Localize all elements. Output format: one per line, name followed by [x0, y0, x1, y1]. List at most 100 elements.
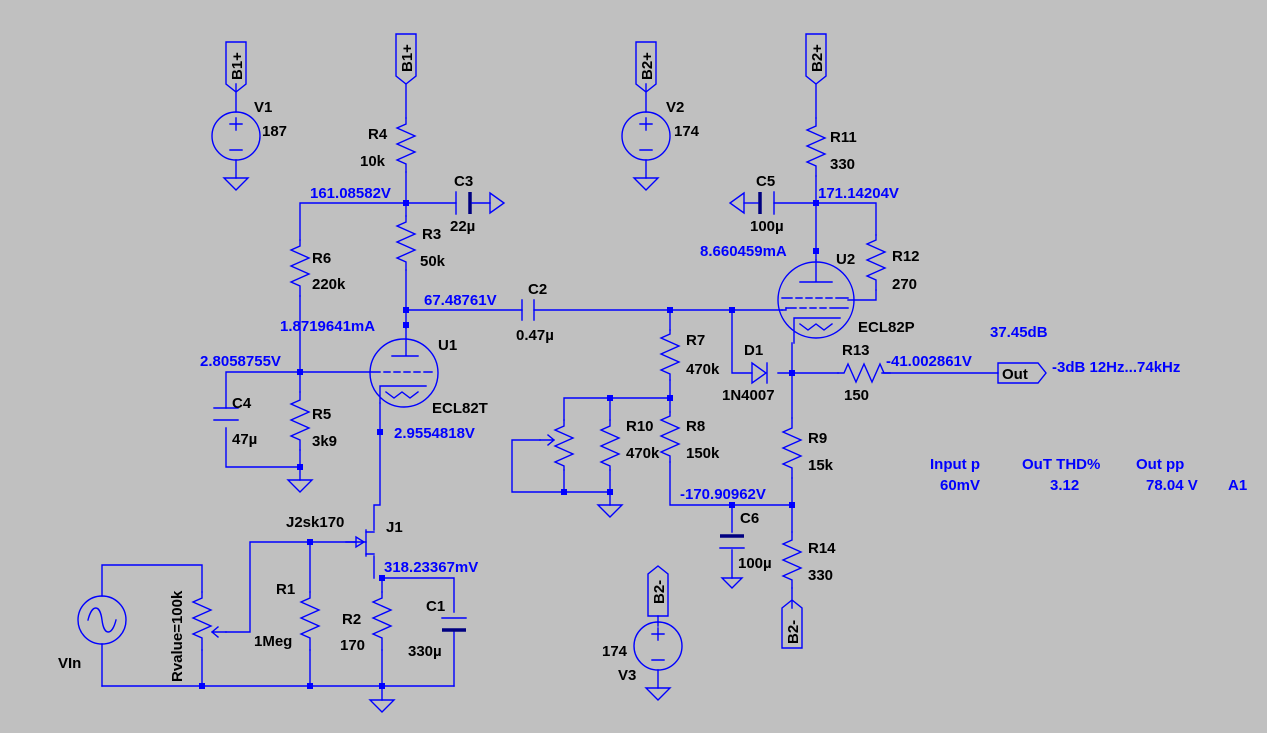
junction-dot: [199, 683, 205, 689]
label-c2-value: 0.47µ: [516, 327, 554, 344]
label-vin-name: VIn: [58, 655, 81, 672]
resistor-r3[interactable]: [395, 215, 417, 271]
resistor-r9[interactable]: [781, 417, 803, 479]
port-b2m-r14[interactable]: B2-: [781, 599, 803, 649]
resistor-r11[interactable]: [805, 117, 827, 177]
net-ports: B1+ B1+ B2+ B2+ B2- B2- Out: [225, 33, 1047, 649]
diode-d1[interactable]: [751, 361, 768, 385]
tube-u2[interactable]: [777, 259, 855, 344]
label-v3-value: 174: [602, 643, 628, 660]
label-r5-name: R5: [312, 406, 331, 423]
capacitor-c3[interactable]: [455, 191, 506, 215]
label-r4-value: 10k: [360, 153, 386, 170]
label-v2-value: 174: [674, 123, 700, 140]
voltage-source-v2[interactable]: [621, 111, 671, 161]
label-r8-name: R8: [686, 418, 705, 435]
table-value-input: 60mV: [940, 477, 980, 494]
op-label-866ma: 8.660459mA: [700, 243, 787, 260]
label-c6-value: 100µ: [738, 555, 772, 572]
resistor-r12[interactable]: [865, 234, 887, 291]
label-c2-name: C2: [528, 281, 547, 298]
op-label-1872ma: 1.8719641mA: [280, 318, 375, 335]
resistor-r5[interactable]: [289, 391, 311, 451]
ground-icon: [644, 687, 672, 701]
capacitor-c2[interactable]: [521, 299, 535, 321]
op-label-67v: 67.48761V: [424, 292, 497, 309]
junction-dot: [789, 370, 795, 376]
resistor-r13[interactable]: [837, 362, 891, 384]
capacitor-c5[interactable]: [728, 191, 775, 215]
op-label-41v: -41.002861V: [886, 353, 972, 370]
op-label-161v: 161.08582V: [310, 185, 391, 202]
junction-dot: [729, 307, 735, 313]
table-value-thd: 3.12: [1050, 477, 1079, 494]
port-label: B2+: [639, 52, 656, 80]
label-r7-name: R7: [686, 332, 705, 349]
port-b2p-v2[interactable]: B2+: [635, 41, 657, 93]
capacitor-c6[interactable]: [719, 534, 745, 589]
junction-dot: [403, 322, 409, 328]
capacitor-c1[interactable]: [441, 617, 467, 632]
label-r3-value: 50k: [420, 253, 446, 270]
label-c3-name: C3: [454, 173, 473, 190]
port-b2m-v3[interactable]: B2-: [647, 565, 669, 617]
resistor-r1[interactable]: [299, 591, 321, 651]
wires: [101, 83, 999, 701]
resistor-r8[interactable]: [659, 411, 681, 463]
label-v3-name: V3: [618, 667, 636, 684]
resistor-r6[interactable]: [289, 239, 311, 297]
potentiometer-r10-adjust[interactable]: [553, 419, 575, 471]
label-r8-value: 150k: [686, 445, 720, 462]
jfet-j1[interactable]: [345, 529, 375, 557]
junction-dot: [403, 200, 409, 206]
port-out[interactable]: Out: [997, 362, 1047, 384]
label-pot-value: Rvalue=100k: [169, 590, 186, 682]
label-u1-name: U1: [438, 337, 457, 354]
port-b1p-r4[interactable]: B1+: [395, 33, 417, 85]
potentiometer-100k[interactable]: [191, 591, 213, 651]
potentiometer-wiper: [539, 434, 556, 446]
port-b2p-r11[interactable]: B2+: [805, 33, 827, 85]
label-r13-value: 150: [844, 387, 869, 404]
sine-source-vin[interactable]: [77, 595, 127, 645]
resistor-r7[interactable]: [659, 329, 681, 381]
table-value-outpp: 78.04 V: [1146, 477, 1198, 494]
label-c5-value: 100µ: [750, 218, 784, 235]
voltage-sources: [77, 111, 683, 671]
tube-u1[interactable]: [369, 327, 439, 408]
junction-dot: [667, 395, 673, 401]
port-label: B1+: [399, 44, 416, 72]
table-header-outpp: Out pp: [1136, 456, 1184, 473]
junction-dot: [307, 539, 313, 545]
voltage-source-v3[interactable]: [633, 621, 683, 671]
label-d1-name: D1: [744, 342, 763, 359]
junction-dot: [561, 489, 567, 495]
resistor-r2[interactable]: [371, 591, 393, 651]
port-label: B1+: [229, 52, 246, 80]
op-point-labels: 161.08582V 67.48761V 1.8719641mA 2.80587…: [200, 185, 972, 576]
label-r10-name: R10: [626, 418, 654, 435]
op-label-170v: -170.90962V: [680, 486, 766, 503]
resistor-r10[interactable]: [599, 419, 621, 471]
label-r1-name: R1: [276, 581, 295, 598]
junction-dot: [789, 502, 795, 508]
junction-dot: [297, 369, 303, 375]
label-r2-name: R2: [342, 611, 361, 628]
ground-icon: [286, 479, 314, 493]
voltage-source-v1[interactable]: [211, 111, 261, 161]
capacitor-c4[interactable]: [213, 407, 239, 421]
resistor-r14[interactable]: [781, 531, 803, 589]
junction-dot: [379, 575, 385, 581]
label-d1-value: 1N4007: [722, 387, 775, 404]
label-r9-value: 15k: [808, 457, 834, 474]
op-label-171v: 171.14204V: [818, 185, 899, 202]
port-b1p-v1[interactable]: B1+: [225, 41, 247, 93]
label-r1-value: 1Meg: [254, 633, 292, 650]
ground-icon: [222, 177, 250, 191]
label-r4-name: R4: [368, 126, 388, 143]
resistor-r4[interactable]: [395, 117, 417, 173]
label-u2-name: U2: [836, 251, 855, 268]
label-c6-name: C6: [740, 510, 759, 527]
ground-symbols: [222, 177, 672, 713]
